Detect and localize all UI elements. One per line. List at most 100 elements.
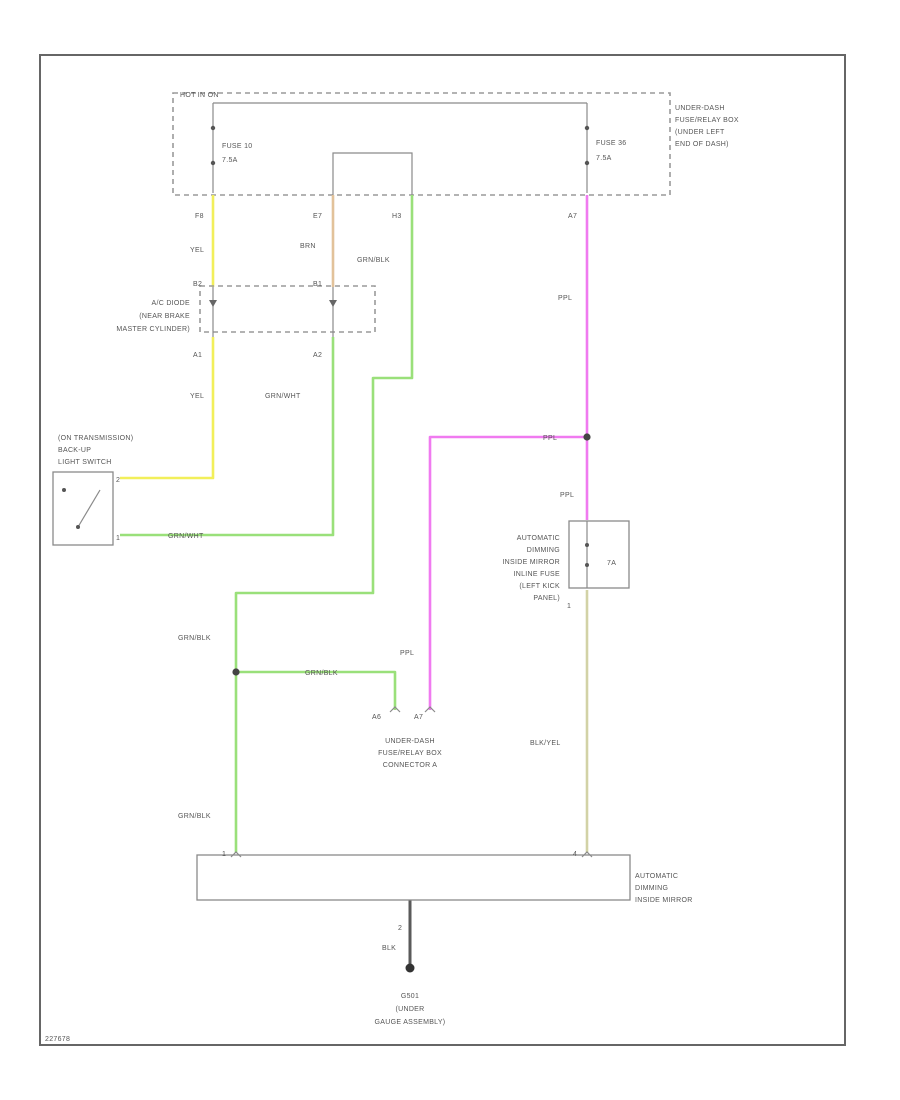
fuse-left-rating: 7.5A xyxy=(222,157,238,164)
wire-label-blk-yel: BLK/YEL xyxy=(530,740,561,747)
fuse-right-rating: 7.5A xyxy=(596,155,612,162)
auto-dimming-mirror: 1 4 2 AUTOMATIC DIMMING INSIDE MIRROR xyxy=(196,851,693,932)
inline-fuse-label-line1: AUTOMATIC xyxy=(517,535,560,542)
mirror-box xyxy=(196,854,631,901)
inline-fuse-pin-1: 1 xyxy=(567,603,571,610)
inline-fuse-label-line3: INSIDE MIRROR xyxy=(502,559,560,566)
fuse-right-terminal-bottom xyxy=(584,160,590,166)
ac-diode-pin-b2: B2 xyxy=(193,281,202,288)
mirror-pin-2: 2 xyxy=(398,925,402,932)
inline-fuse-rating: 7A xyxy=(607,560,616,567)
mirror-label-line2: DIMMING xyxy=(635,885,668,892)
wire-label-grn-blk-3: GRN/BLK xyxy=(305,670,338,677)
pin-h3: H3 xyxy=(392,213,402,220)
wire-label-grn-blk-4: GRN/BLK xyxy=(178,813,211,820)
wire-label-ppl-1: PPL xyxy=(558,295,572,302)
ac-diode: B2 B1 A1 A2 A/C DIODE (NEAR BRAKE MASTER… xyxy=(116,281,376,359)
inline-fuse-label-line4: INLINE FUSE xyxy=(514,571,561,578)
splice-ppl xyxy=(583,433,591,441)
switch-label-line2: BACK-UP xyxy=(58,447,91,454)
hot-label: HOT IN ON xyxy=(180,92,219,99)
connector-a-pin-a7-mark xyxy=(424,706,436,713)
fusebox-location-line2: FUSE/RELAY BOX xyxy=(675,117,739,124)
switch-contact-bottom xyxy=(76,525,80,529)
ground-label-line3: GAUGE ASSEMBLY) xyxy=(375,1019,446,1026)
switch-label-line3: LIGHT SWITCH xyxy=(58,459,112,466)
ac-diode-outline xyxy=(199,285,376,333)
ground-label-line1: G501 xyxy=(401,993,419,1000)
fuse-relay-box-top: HOT IN ON FUSE 10 7.5A FUSE 36 7.5A UNDE… xyxy=(172,92,739,220)
connector-a-pin-a7: A7 xyxy=(414,714,423,721)
backup-light-switch: 2 1 (ON TRANSMISSION) BACK-UP LIGHT SWIT… xyxy=(52,435,133,546)
connector-a: A6 A7 UNDER-DASH FUSE/RELAY BOX CONNECTO… xyxy=(372,706,442,769)
wire-label-yel-2: YEL xyxy=(190,393,204,400)
switch-arm xyxy=(77,489,101,528)
ac-diode-pin-a2: A2 xyxy=(313,352,322,359)
wire-grn-blk-main xyxy=(234,195,414,853)
inline-fuse-label-line5: (LEFT KICK xyxy=(519,583,560,590)
mirror-inline-fuse: 7A 1 AUTOMATIC DIMMING INSIDE MIRROR INL… xyxy=(502,520,630,610)
inline-fuse-label-line6: PANEL) xyxy=(533,595,560,602)
wire-label-grn-wht-2: GRN/WHT xyxy=(168,533,204,540)
fuse-left-label: FUSE 10 xyxy=(222,143,253,150)
switch-contact-top xyxy=(62,488,66,492)
fusebox-location-line3: (UNDER LEFT xyxy=(675,129,725,136)
diagram-frame xyxy=(39,54,846,1046)
mirror-pin-1-mark xyxy=(230,851,242,858)
fuse-left-terminal-bottom xyxy=(210,160,216,166)
ground-g501: G501 (UNDER GAUGE ASSEMBLY) xyxy=(375,963,446,1026)
ac-diode-pin-a1: A1 xyxy=(193,352,202,359)
wire-grn-blk-branch xyxy=(236,670,397,710)
diode-right-symbol xyxy=(329,300,337,307)
internal-jumper xyxy=(332,152,413,195)
pin-f8: F8 xyxy=(195,213,204,220)
wire-yel-lower xyxy=(120,337,215,480)
ac-diode-label-line3: MASTER CYLINDER) xyxy=(116,326,190,333)
inline-fuse-terminal-bottom xyxy=(585,563,589,567)
mirror-pin-4: 4 xyxy=(573,851,577,858)
switch-label-line1: (ON TRANSMISSION) xyxy=(58,435,133,442)
pin-a7: A7 xyxy=(568,213,577,220)
wire-grn-wht xyxy=(120,337,335,537)
wire-label-brn: BRN xyxy=(300,243,316,250)
inline-fuse-terminal-top xyxy=(585,543,589,547)
wire-label-ppl-4: PPL xyxy=(400,650,414,657)
mirror-pin-1: 1 xyxy=(222,851,226,858)
mirror-label-line1: AUTOMATIC xyxy=(635,873,678,880)
wires xyxy=(120,195,589,967)
inline-fuse-box xyxy=(568,520,630,589)
diode-left-symbol xyxy=(209,300,217,307)
footer-code: 227678 xyxy=(45,1036,70,1043)
fuse-right-terminal-top xyxy=(584,125,590,131)
wire-ppl-branch xyxy=(428,435,587,710)
mirror-label-line3: INSIDE MIRROR xyxy=(635,897,693,904)
wire-label-grn-blk-2: GRN/BLK xyxy=(178,635,211,642)
connector-a-label-line3: CONNECTOR A xyxy=(383,762,438,769)
connector-a-pin-a6-mark xyxy=(389,706,401,713)
switch-pin-1: 1 xyxy=(116,535,120,542)
wire-label-grn-blk-1: GRN/BLK xyxy=(357,257,390,264)
inline-fuse-label-line2: DIMMING xyxy=(527,547,560,554)
splice-grn-blk xyxy=(232,668,240,676)
pin-e7: E7 xyxy=(313,213,322,220)
connector-a-pin-a6: A6 xyxy=(372,714,381,721)
connector-a-label-line2: FUSE/RELAY BOX xyxy=(378,750,442,757)
wire-label-ppl-2: PPL xyxy=(543,435,557,442)
switch-pin-2: 2 xyxy=(116,477,120,484)
ac-diode-label-line1: A/C DIODE xyxy=(152,300,191,307)
wire-label-blk: BLK xyxy=(382,945,396,952)
fuse-left-terminal-top xyxy=(210,125,216,131)
switch-box xyxy=(52,471,114,546)
wire-label-ppl-3: PPL xyxy=(560,492,574,499)
fuse-right-label: FUSE 36 xyxy=(596,140,627,147)
wire-label-yel-1: YEL xyxy=(190,247,204,254)
fuse-relay-box-outline xyxy=(172,92,671,196)
wire-label-grn-wht-1: GRN/WHT xyxy=(265,393,301,400)
connector-a-label-line1: UNDER-DASH xyxy=(385,738,435,745)
ground-point xyxy=(405,963,415,973)
fusebox-location-line1: UNDER-DASH xyxy=(675,105,725,112)
fusebox-location-line4: END OF DASH) xyxy=(675,141,729,148)
ac-diode-pin-b1: B1 xyxy=(313,281,322,288)
mirror-pin-4-mark xyxy=(581,851,593,858)
